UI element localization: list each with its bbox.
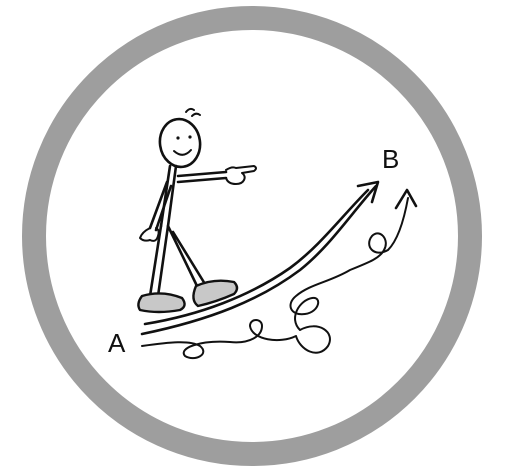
- start-label: A: [108, 328, 126, 358]
- circle-frame: [34, 18, 470, 454]
- end-label: B: [382, 144, 399, 174]
- figure-shoe-left: [138, 293, 184, 312]
